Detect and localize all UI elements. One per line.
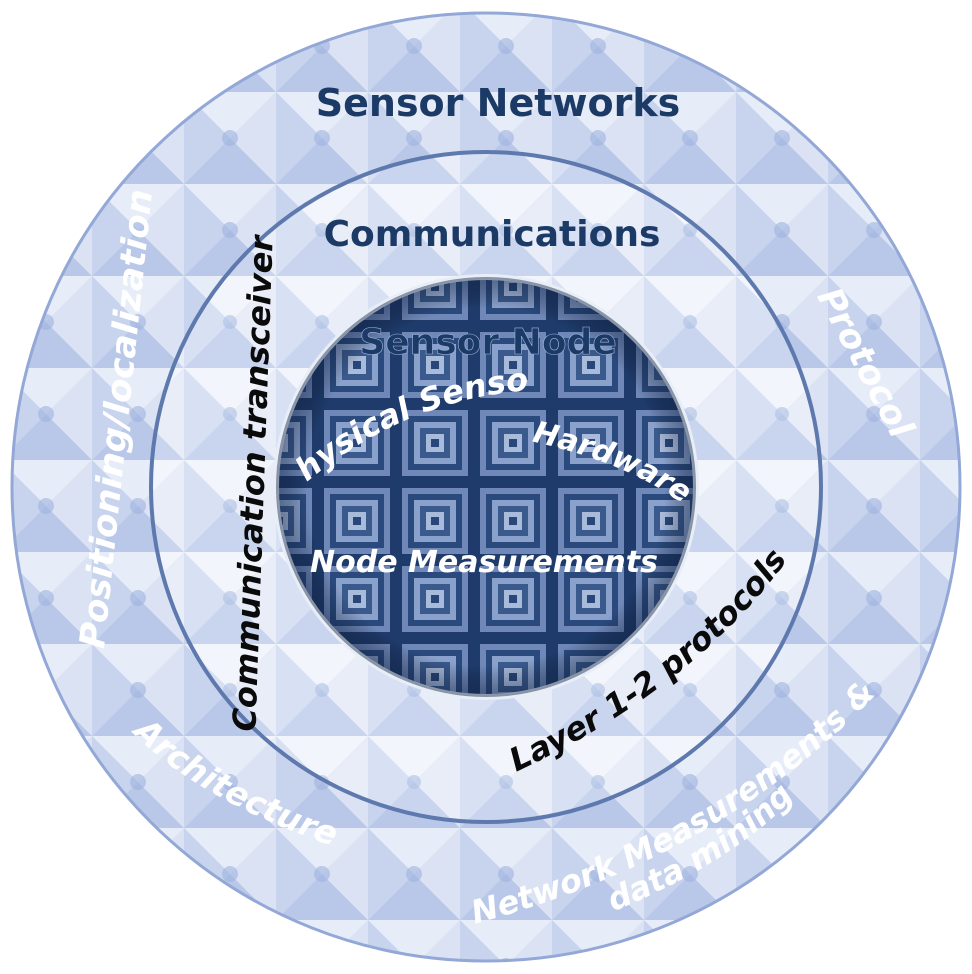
- node-measurements-label: Node Measurements: [310, 545, 658, 580]
- communications-title: Communications: [324, 214, 661, 255]
- sensor-node-title: Sensor Node: [359, 322, 616, 363]
- sensor-networks-title: Sensor Networks: [316, 81, 680, 125]
